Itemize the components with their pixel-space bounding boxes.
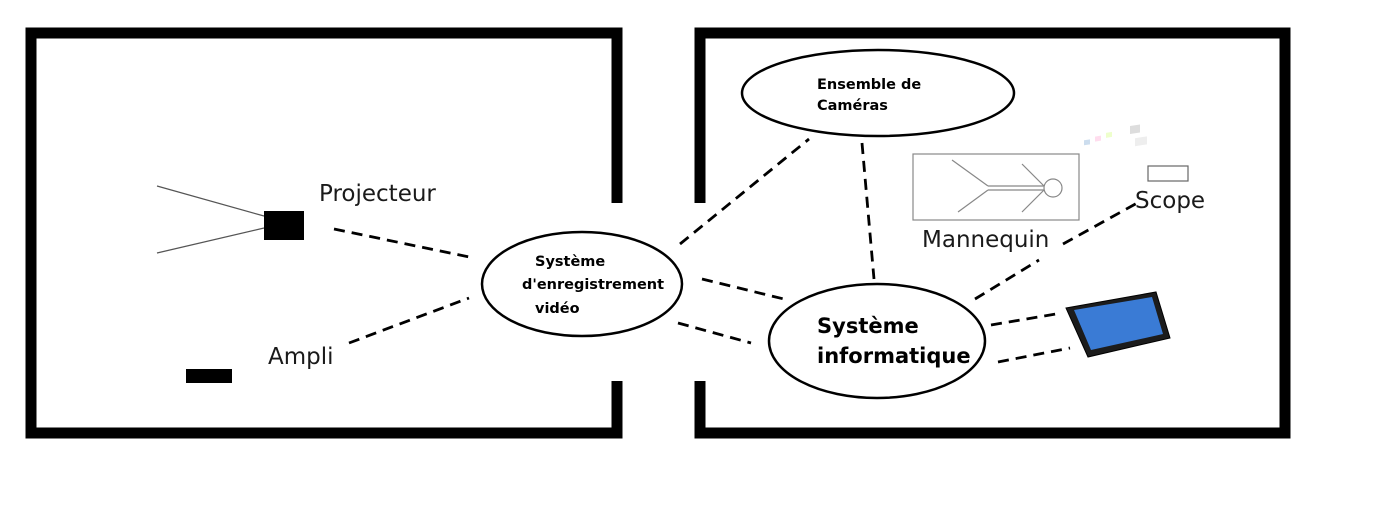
node-cameras: Ensemble de Caméras xyxy=(740,48,1016,138)
node-video-line2: d'enregistrement xyxy=(522,277,664,293)
amplifier-icon xyxy=(186,369,232,383)
node-cameras-shape xyxy=(740,48,1016,138)
scope-icon xyxy=(1147,165,1189,182)
left-room xyxy=(25,27,623,439)
tablet-icon xyxy=(1065,124,1171,358)
link-info-tablet-1 xyxy=(990,311,1063,327)
label-mannequin: Mannequin xyxy=(922,227,1049,253)
node-info-line2: informatique xyxy=(817,344,971,368)
link-info-tablet-2 xyxy=(997,346,1071,364)
left-room-wall xyxy=(25,27,623,439)
label-ampli: Ampli xyxy=(268,344,334,370)
node-video-shape xyxy=(480,230,684,338)
node-video-line1: Système xyxy=(535,254,605,270)
link-ampli-video xyxy=(348,296,470,345)
node-info-line1: Système xyxy=(817,314,919,338)
label-scope: Scope xyxy=(1135,188,1205,214)
node-info-shape xyxy=(767,282,987,400)
node-video-line3: vidéo xyxy=(535,301,580,317)
node-info: Système informatique xyxy=(767,282,987,400)
link-projector-video xyxy=(333,227,475,260)
link-info-mannequin xyxy=(974,258,1040,301)
link-cameras-info xyxy=(860,142,876,280)
right-room-wall xyxy=(694,27,1291,439)
node-video: Système d'enregistrement vidéo xyxy=(480,230,684,338)
mannequin-icon xyxy=(912,153,1080,221)
label-projecteur: Projecteur xyxy=(319,181,436,207)
node-cameras-line1: Ensemble de xyxy=(817,77,921,93)
connections xyxy=(333,137,1140,364)
link-video-cameras xyxy=(679,137,810,246)
projector-icon xyxy=(156,185,304,254)
right-room xyxy=(694,27,1291,439)
link-mannequin-scope xyxy=(1062,200,1140,246)
link-video-info-2 xyxy=(677,321,752,345)
link-video-info-1 xyxy=(701,277,789,302)
node-cameras-line2: Caméras xyxy=(817,98,888,114)
